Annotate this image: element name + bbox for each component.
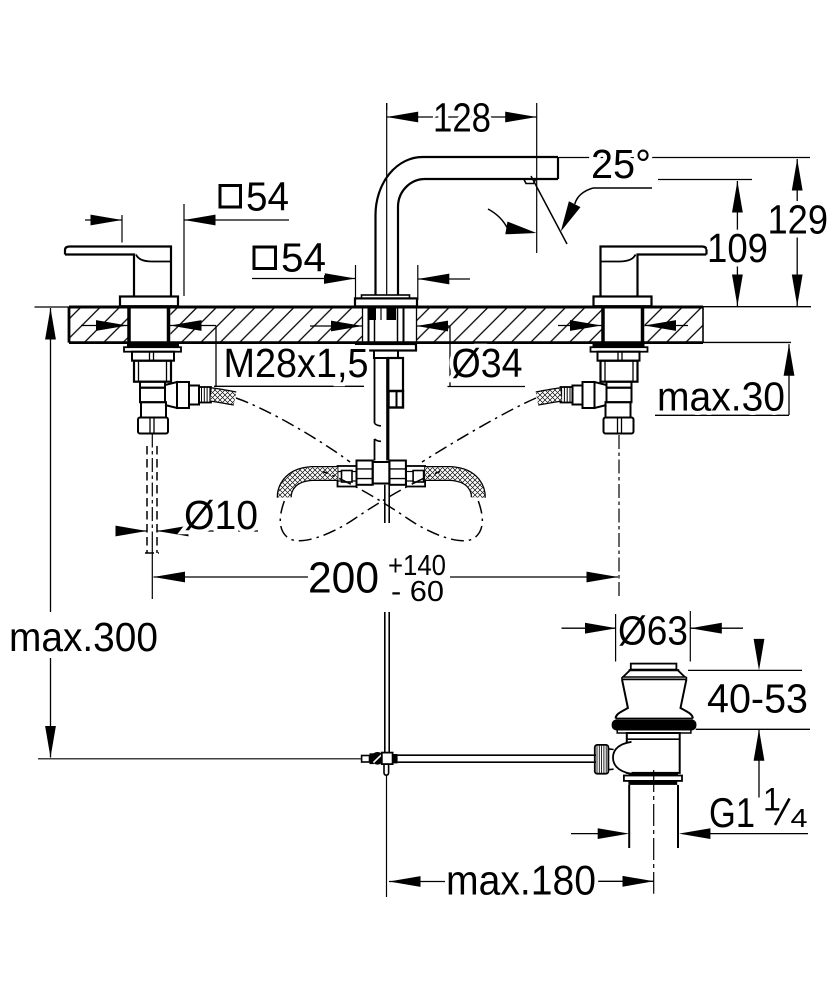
svg-text:max.180: max.180	[446, 857, 596, 904]
svg-text:max.300: max.300	[9, 614, 158, 660]
svg-text:+140: +140	[388, 550, 446, 582]
svg-text:- 60: - 60	[391, 576, 444, 608]
svg-text:54: 54	[281, 235, 326, 281]
svg-text:Ø34: Ø34	[452, 340, 523, 386]
svg-text:25°: 25°	[591, 141, 651, 187]
svg-text:Ø63: Ø63	[618, 608, 688, 654]
svg-text:max.30: max.30	[657, 374, 785, 420]
svg-text:4: 4	[791, 803, 808, 833]
svg-text:54: 54	[246, 174, 289, 220]
svg-text:25°: 25°	[591, 141, 651, 187]
svg-text:129: 129	[768, 197, 829, 243]
svg-text:Ø34: Ø34	[452, 340, 523, 386]
svg-text:128: 128	[433, 95, 491, 141]
svg-text:Ø10: Ø10	[184, 492, 258, 538]
svg-text:40-53: 40-53	[707, 676, 808, 722]
svg-text:- 60: - 60	[391, 576, 444, 608]
svg-text:+140: +140	[388, 550, 446, 582]
svg-text:max.180: max.180	[446, 857, 596, 904]
svg-text:109: 109	[707, 225, 768, 271]
svg-text:200: 200	[308, 554, 379, 603]
svg-text:40-53: 40-53	[707, 676, 808, 722]
svg-text:129: 129	[768, 197, 829, 243]
svg-text:M28x1,5: M28x1,5	[224, 340, 369, 386]
svg-text:M28x1,5: M28x1,5	[224, 340, 369, 386]
svg-text:max.30: max.30	[657, 374, 785, 420]
svg-text:54: 54	[246, 174, 289, 220]
svg-text:G1: G1	[709, 789, 755, 836]
svg-text:Ø63: Ø63	[618, 608, 688, 654]
svg-text:Ø10: Ø10	[184, 492, 258, 538]
svg-text:max.300: max.300	[9, 614, 158, 660]
svg-text:128: 128	[433, 95, 491, 141]
svg-text:1: 1	[763, 782, 781, 818]
svg-text:54: 54	[281, 235, 326, 281]
svg-text:200: 200	[308, 554, 379, 603]
svg-text:109: 109	[707, 225, 768, 271]
